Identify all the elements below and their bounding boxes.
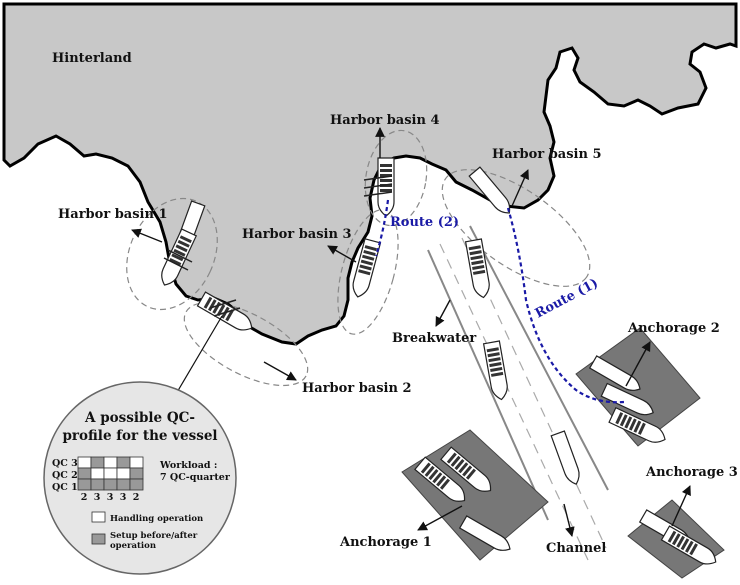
label-hinterland: Hinterland: [52, 51, 132, 66]
qc-title-line2: profile for the vessel: [62, 428, 217, 444]
anchorage-3-area: [627, 499, 725, 579]
label-basin-2: Harbor basin 2: [302, 381, 411, 396]
legend-setup-line1: Setup before/after: [110, 531, 198, 541]
qc-row-3: QC 3: [52, 458, 78, 469]
qc-col-3: 3: [107, 492, 114, 503]
label-arrows: [131, 127, 691, 537]
qc-title-line1: A possible QC-: [84, 410, 195, 426]
bubble-connector: [175, 315, 223, 395]
qc-workload-line2: 7 QC-quarter: [160, 472, 231, 483]
label-anchorage-2: Anchorage 2: [627, 321, 720, 336]
label-anchorage-1: Anchorage 1: [339, 535, 432, 550]
route-2-path: [374, 199, 390, 257]
qc-row-1: QC 1: [52, 482, 78, 493]
route-1-path: [506, 207, 625, 404]
legend-handling-label: Handling operation: [110, 514, 203, 524]
label-route-1: Route (1): [533, 276, 601, 322]
qc-col-4: 3: [120, 492, 127, 503]
qc-col-2: 3: [94, 492, 101, 503]
label-basin-5: Harbor basin 5: [492, 147, 601, 162]
qc-profile-bubble: A possible QC- profile for the vessel QC…: [43, 381, 237, 575]
label-anchorage-3: Anchorage 3: [645, 465, 738, 480]
label-channel: Channel: [546, 541, 606, 556]
label-breakwater: Breakwater: [392, 331, 476, 346]
qc-col-5: 2: [133, 492, 140, 503]
qc-workload-line1: Workload :: [159, 460, 217, 471]
qc-row-2: QC 2: [52, 470, 78, 481]
qc-col-1: 2: [81, 492, 88, 503]
anchorage-1-area: [401, 429, 549, 561]
anchorage-2-area: [575, 327, 701, 448]
legend-handling-swatch: [91, 511, 106, 523]
label-basin-4: Harbor basin 4: [330, 113, 439, 128]
crane-markers: [163, 175, 393, 317]
legend-setup-line2: operation: [110, 541, 156, 551]
label-basin-1: Harbor basin 1: [58, 207, 167, 222]
label-route-2: Route (2): [390, 215, 459, 230]
legend-setup-swatch: [91, 533, 106, 545]
label-basin-3: Harbor basin 3: [242, 227, 351, 242]
qc-grid: [77, 456, 144, 491]
